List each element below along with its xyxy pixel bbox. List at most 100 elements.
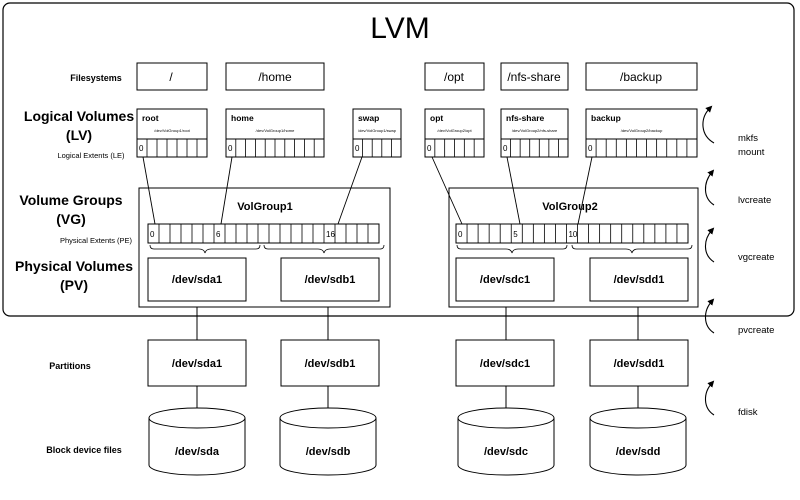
pe-row: 0 6 16 [147, 223, 380, 244]
device-connectors [196, 307, 639, 410]
disk-icon: /dev/sdb [279, 407, 377, 476]
logical-volume-box [500, 108, 569, 158]
logical-volume: root/dev/VolGroup1/root 0 [136, 108, 208, 158]
physical-volume-box [280, 257, 380, 302]
logical-volume-path: /dev/VolGroup2/opt [437, 128, 472, 133]
block-device-label: /dev/sdd [616, 446, 661, 458]
lv-to-pe-connectors [142, 156, 593, 225]
physical-volume-label: /dev/sdb1 [305, 274, 356, 286]
label-partitions: Partitions [49, 361, 91, 371]
filesystem-label: /home [258, 70, 292, 84]
arrow-icon [704, 298, 715, 334]
partitions: /dev/sda1/dev/sdb1/dev/sdc1/dev/sdd1 [147, 339, 689, 387]
logical-volume: nfs-share/dev/VolGroup2/nfs-share 0 [500, 108, 569, 158]
partition-box [280, 339, 380, 387]
logical-volume-name: root [142, 113, 159, 123]
physical-extent-number: 16 [326, 230, 335, 239]
logical-volume-name: swap [358, 113, 379, 123]
command-lvcreate: lvcreate [738, 195, 771, 206]
physical-volume-box [589, 257, 689, 302]
physical-extent-number: 6 [216, 230, 221, 239]
label-pv-line2: (PV) [60, 277, 88, 293]
volume-group-name: VolGroup1 [237, 201, 292, 213]
command-pvcreate: pvcreate [738, 325, 774, 336]
logical-volume-path: /dev/VolGroup2/nfs-share [512, 128, 558, 133]
volume-group-box [138, 187, 391, 308]
physical-volume-label: /dev/sdc1 [480, 274, 530, 286]
logical-volume-box [136, 108, 208, 158]
physical-extents: 0 6 16 0 5 10 [147, 223, 689, 244]
volume-group-name: VolGroup2 [542, 201, 597, 213]
filesystem-box [500, 62, 569, 91]
disk-icon: /dev/sdd [589, 407, 687, 476]
block-device-label: /dev/sdc [484, 446, 528, 458]
label-block-devices: Block device files [46, 445, 122, 455]
filesystem-box [585, 62, 698, 91]
command-arrows [702, 105, 715, 416]
logical-volume-path: /dev/VolGroup1/root [154, 128, 190, 133]
logical-extent-number: 0 [228, 144, 233, 153]
label-le: Logical Extents (LE) [57, 151, 125, 160]
filesystem-label: /opt [444, 70, 465, 84]
disk-icon: /dev/sdc [457, 407, 555, 476]
block-devices: /dev/sda/dev/sdb/dev/sdc/dev/sdd [148, 407, 687, 476]
physical-volume-label: /dev/sda1 [172, 274, 222, 286]
logical-volumes: root/dev/VolGroup1/root0home/dev/VolGrou… [136, 108, 698, 158]
label-filesystems: Filesystems [70, 73, 122, 83]
logical-volume: home/dev/VolGroup1/home 0 [225, 108, 325, 158]
physical-volumes: /dev/sda1/dev/sdb1/dev/sdc1/dev/sdd1 [147, 257, 689, 302]
filesystem-label: / [169, 70, 173, 84]
pe-row: 0 5 10 [455, 223, 689, 244]
physical-extent-number: 0 [458, 230, 463, 239]
diagram-title: LVM [370, 12, 429, 45]
logical-extent-number: 0 [588, 144, 593, 153]
partition-label: /dev/sdb1 [305, 358, 356, 370]
arrow-icon [704, 169, 715, 206]
partition-box [589, 339, 689, 387]
logical-volume-name: nfs-share [506, 113, 545, 123]
partition-label: /dev/sdd1 [614, 358, 665, 370]
partition-label: /dev/sdc1 [480, 358, 530, 370]
label-lv-line1: Logical Volumes [24, 108, 134, 124]
arrow-icon [704, 380, 715, 416]
physical-volume-label: /dev/sdd1 [614, 274, 665, 286]
physical-extent-number: 10 [568, 230, 577, 239]
logical-extent-number: 0 [503, 144, 508, 153]
command-mount: mount [738, 147, 765, 158]
physical-extent-number: 5 [513, 230, 518, 239]
volume-group-box [448, 187, 699, 308]
logical-extent-number: 0 [355, 144, 360, 153]
logical-volume-name: backup [591, 113, 621, 123]
command-mkfs: mkfs [738, 133, 758, 144]
filesystem-box [225, 62, 325, 91]
logical-volume-box [585, 108, 698, 158]
filesystem-box [136, 62, 208, 91]
logical-volume-path: /dev/VolGroup1/home [256, 128, 295, 133]
label-vg-line2: (VG) [56, 211, 86, 227]
command-fdisk: fdisk [738, 407, 758, 418]
label-vg-line1: Volume Groups [19, 192, 122, 208]
filesystem-label: /nfs-share [507, 70, 561, 84]
logical-volume-box [352, 108, 402, 158]
partition-box [455, 339, 555, 387]
pe-braces [149, 244, 693, 254]
block-device-label: /dev/sda [175, 446, 220, 458]
label-pv-line1: Physical Volumes [15, 258, 133, 274]
filesystem-label: /backup [620, 70, 662, 84]
logical-volume-name: home [231, 113, 254, 123]
logical-volume-name: opt [430, 113, 443, 123]
arrow-icon [704, 227, 715, 263]
label-lv-line2: (LV) [66, 127, 92, 143]
logical-extent-number: 0 [139, 144, 144, 153]
command-vgcreate: vgcreate [738, 252, 774, 263]
block-device-label: /dev/sdb [306, 446, 351, 458]
physical-extent-number: 0 [150, 230, 155, 239]
physical-volume-box [147, 257, 247, 302]
partition-label: /dev/sda1 [172, 358, 222, 370]
logical-volume-path: /dev/VolGroup1/swap [358, 128, 397, 133]
label-pe: Physical Extents (PE) [60, 236, 133, 245]
disk-icon: /dev/sda [148, 407, 246, 476]
